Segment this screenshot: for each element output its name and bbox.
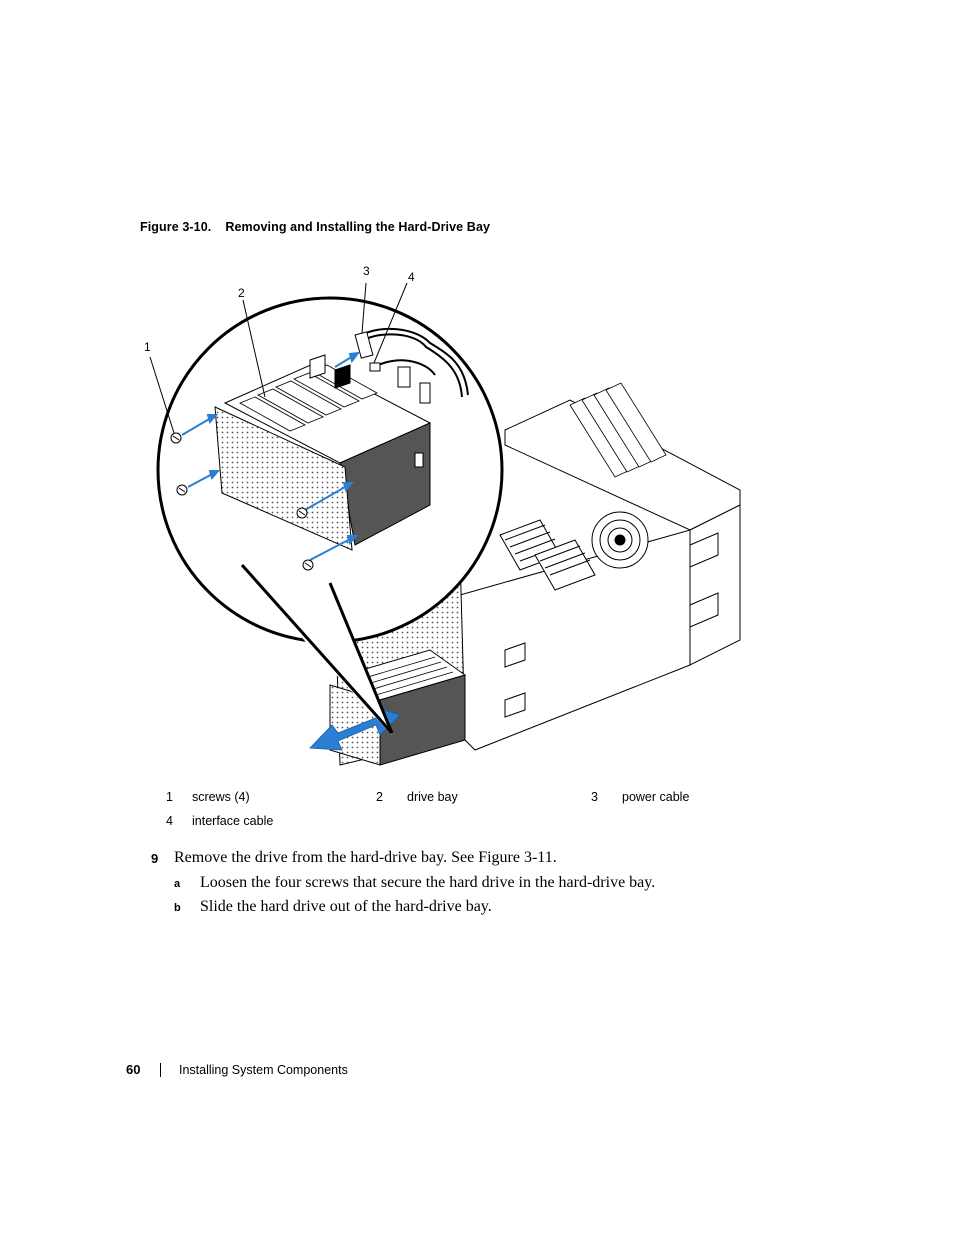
- footer-section-title: Installing System Components: [179, 1063, 348, 1077]
- drive-bay-magnified: [214, 354, 432, 551]
- callout-2: 2: [238, 286, 245, 300]
- substep-text: Slide the hard drive out of the hard-dri…: [200, 898, 492, 915]
- screw-icon: [170, 432, 182, 444]
- direction-arrows: [181, 351, 361, 561]
- footer-divider: [160, 1063, 161, 1077]
- screws: [170, 432, 314, 571]
- step-text: Remove the drive from the hard-drive bay…: [174, 849, 557, 866]
- substep-letter: b: [174, 902, 181, 914]
- figure-title: Removing and Installing the Hard-Drive B…: [225, 220, 491, 234]
- callout-3: 3: [363, 264, 370, 278]
- screw-icon: [302, 559, 314, 571]
- page-number: 60: [126, 1062, 141, 1077]
- callout-4: 4: [408, 270, 415, 284]
- callout-1: 1: [144, 340, 151, 354]
- hard-drive-bay-illustration: 1 2 3 4: [144, 264, 741, 766]
- screw-icon: [296, 507, 308, 519]
- cables: [354, 327, 469, 404]
- callout-numbers: 1 2 3 4: [144, 264, 415, 354]
- figure-label: Figure 3-10.: [140, 220, 212, 234]
- callout-leaders: [149, 282, 408, 434]
- step-number: 9: [151, 851, 159, 866]
- substep-text: Loosen the four screws that secure the h…: [200, 874, 656, 891]
- screw-icon: [176, 484, 188, 496]
- substep-letter: a: [174, 878, 181, 890]
- chassis: [374, 382, 741, 751]
- figure-caption: Figure 3-10. Removing and Installing the …: [140, 220, 490, 234]
